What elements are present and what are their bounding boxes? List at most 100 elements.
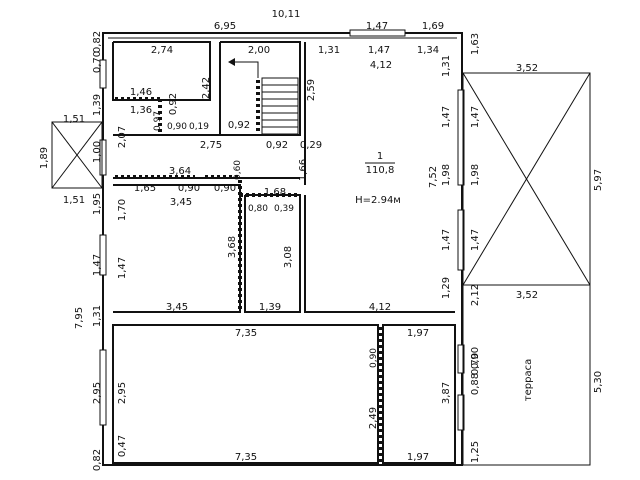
dim-735a: 7,35 (235, 328, 257, 339)
dim-top-163: 1,63 (470, 33, 481, 55)
dim-092b: 0,92 (228, 120, 250, 131)
dim-189: 1,89 (39, 147, 50, 169)
dim-147d: 1,47 (470, 106, 481, 128)
window-right-2 (457, 209, 465, 271)
dim-530: 5,30 (593, 371, 604, 393)
porch-box (51, 121, 103, 189)
room-197 (382, 324, 456, 464)
dim-146: 1,46 (130, 87, 152, 98)
window-left-4 (99, 349, 107, 426)
vertical-labels: 0,70 0,82 1,63 2,42 2,59 1,31 0,92 0,97 … (39, 31, 604, 471)
dim-387: 3,87 (441, 382, 452, 404)
dim-100: 1,00 (92, 141, 103, 163)
dim-147c: 1,47 (441, 106, 452, 128)
dim-147b: 1,47 (368, 45, 390, 56)
dim-249: 2,49 (368, 407, 379, 429)
dim-131c: 1,31 (92, 305, 103, 327)
dim-147e: 1,47 (441, 229, 452, 251)
room-274 (112, 41, 211, 101)
dim-092a: 0,92 (168, 93, 179, 115)
dim-090e: 0,90 (470, 347, 481, 369)
dim-197b: 1,97 (407, 452, 429, 463)
dim-top-147: 1,47 (366, 21, 388, 32)
window-right-4 (457, 394, 465, 431)
dim-352a: 3,52 (516, 63, 538, 74)
dim-088: 0,88 (470, 373, 481, 395)
terrace-box-bottom (462, 284, 591, 466)
dim-090c: 0,90 (214, 183, 236, 194)
dim-795: 7,95 (74, 307, 85, 329)
dimension-labels: 10,11 6,95 1,47 1,69 2,74 2,00 1,31 1,47… (63, 9, 538, 463)
room-area: 110,8 (366, 165, 395, 176)
room-735 (112, 324, 379, 464)
dim-147g: 1,47 (117, 257, 128, 279)
dim-198b: 1,98 (470, 164, 481, 186)
dim-368: 3,68 (227, 236, 238, 258)
window-left-2 (99, 139, 107, 176)
dim-242: 2,42 (201, 77, 212, 99)
dim-207: 2,07 (117, 126, 128, 148)
window-top (349, 29, 406, 37)
dim-131b: 1,31 (441, 55, 452, 77)
dim-308: 3,08 (283, 246, 294, 268)
dim-170: 1,70 (117, 199, 128, 221)
dim-080: 0,80 (248, 204, 268, 214)
window-right-3 (457, 344, 465, 374)
dim-165: 1,65 (134, 183, 156, 194)
ceiling-height: H=2.94м (355, 195, 401, 206)
dim-019: 0,19 (189, 122, 209, 132)
stair-arrow-head (228, 58, 235, 66)
dim-134: 1,34 (417, 45, 439, 56)
partition-walls (115, 80, 382, 463)
room-number: 1 (377, 151, 383, 162)
dim-029: 0,29 (300, 140, 322, 151)
window-right-1 (457, 89, 465, 186)
dim-275: 2,75 (200, 140, 222, 151)
dim-039: 0,39 (274, 204, 294, 214)
dim-top-070: 0,70 (92, 51, 103, 73)
window-left-3 (99, 234, 107, 276)
dim-597: 5,97 (593, 169, 604, 191)
dim-195: 1,95 (92, 193, 103, 215)
external-blocks (51, 72, 591, 466)
dim-295b: 2,95 (117, 382, 128, 404)
dim-752: 7,52 (428, 166, 439, 188)
dim-090a: 0,90 (167, 122, 187, 132)
terrace-label: терраса (523, 359, 534, 401)
dim-090b: 0,90 (178, 183, 200, 194)
dim-197a: 1,97 (407, 328, 429, 339)
dim-070: 0,70 (470, 353, 481, 375)
dim-047: 0,47 (117, 435, 128, 457)
dim-125: 1,25 (470, 441, 481, 463)
stair-arrow (235, 61, 259, 78)
dim-166: 1,66 (298, 159, 309, 181)
dim-295a: 2,95 (92, 382, 103, 404)
dim-412a: 4,12 (370, 60, 392, 71)
dim-345b: 3,45 (166, 302, 188, 313)
dim-352b: 3,52 (516, 290, 538, 301)
dim-200: 2,00 (248, 45, 270, 56)
dim-212: 2,12 (470, 284, 481, 306)
dim-139b: 1,39 (259, 302, 281, 313)
hall-bottom (304, 195, 455, 313)
dim-259: 2,59 (306, 79, 317, 101)
dim-147g-outer: 1,47 (92, 254, 103, 276)
dim-274: 2,74 (151, 45, 173, 56)
dim-060: 0,60 (233, 160, 243, 180)
dim-345a: 3,45 (170, 197, 192, 208)
dim-735b: 7,35 (235, 452, 257, 463)
dim-136: 1,36 (130, 105, 152, 116)
dim-092c: 0,92 (266, 140, 288, 151)
dim-198a: 1,98 (441, 164, 452, 186)
stairs (228, 58, 299, 135)
dim-top-082: 0,82 (92, 31, 103, 53)
dim-147f: 1,47 (470, 229, 481, 251)
window-left-1 (99, 59, 107, 89)
room-139 (244, 194, 301, 313)
windows (99, 29, 465, 431)
dim-097: 0,97 (153, 111, 163, 131)
dim-129: 1,29 (441, 277, 452, 299)
dim-top-169: 1,69 (422, 21, 444, 32)
dim-168: 1,68 (264, 187, 286, 198)
